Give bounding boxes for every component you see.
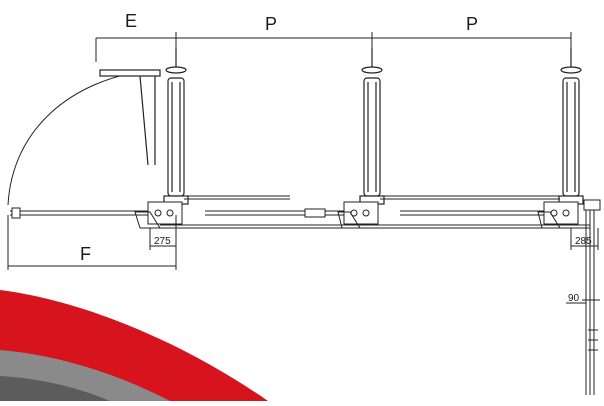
- brand-swoosh: [0, 290, 268, 401]
- label-90: 90: [568, 293, 580, 304]
- contact-arms: [184, 195, 560, 200]
- label-P1: P: [265, 14, 277, 34]
- insulator-3: [558, 48, 584, 205]
- label-P2: P: [466, 14, 478, 34]
- label-F: F: [80, 244, 91, 264]
- operating-shaft: [10, 207, 590, 229]
- swing-arc: [7, 69, 151, 206]
- label-285: 285: [575, 236, 592, 247]
- dimension-P1: [175, 32, 373, 58]
- label-275: 275: [154, 236, 171, 247]
- top-blade: [99, 69, 161, 166]
- label-E: E: [125, 11, 137, 31]
- dimension-275: [149, 228, 177, 250]
- base-mechanism-2: [337, 201, 379, 229]
- dimension-E: [95, 37, 176, 62]
- base-mechanism-1: [134, 201, 183, 229]
- dimension-285: [570, 228, 599, 250]
- base-mechanism-3: [537, 201, 579, 229]
- insulator-2: [359, 48, 385, 205]
- insulator-1: [163, 48, 189, 205]
- down-rod: [582, 199, 601, 395]
- dimension-P2: [372, 32, 572, 58]
